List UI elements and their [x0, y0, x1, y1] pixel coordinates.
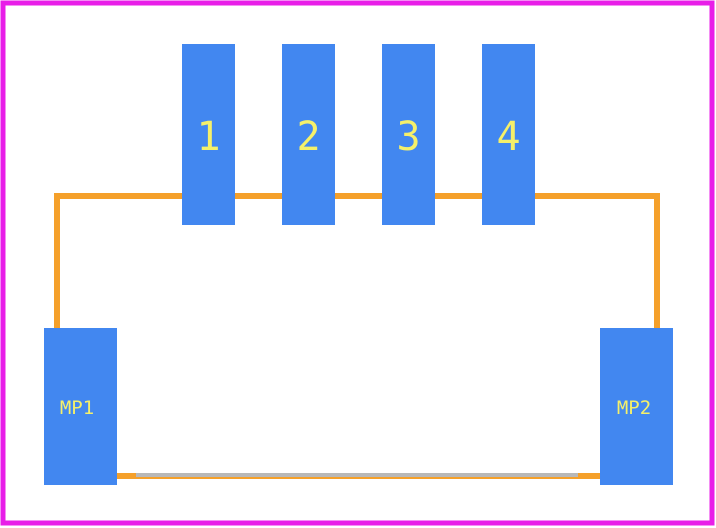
pad-4[interactable]	[482, 44, 535, 225]
pad-3-label: 3	[396, 114, 420, 160]
signal-pads	[182, 44, 535, 225]
pad-mp1[interactable]	[44, 328, 117, 485]
pad-mp2-label: MP2	[617, 397, 651, 419]
pad-4-label: 4	[496, 114, 520, 160]
pad-1[interactable]	[182, 44, 235, 225]
pad-2[interactable]	[282, 44, 335, 225]
silkscreen-outline-top	[54, 193, 660, 328]
pad-3[interactable]	[382, 44, 435, 225]
pad-mp1-label: MP1	[60, 397, 94, 419]
pad-mp2[interactable]	[600, 328, 673, 485]
pad-2-label: 2	[296, 114, 320, 160]
pad-1-label: 1	[196, 114, 220, 160]
